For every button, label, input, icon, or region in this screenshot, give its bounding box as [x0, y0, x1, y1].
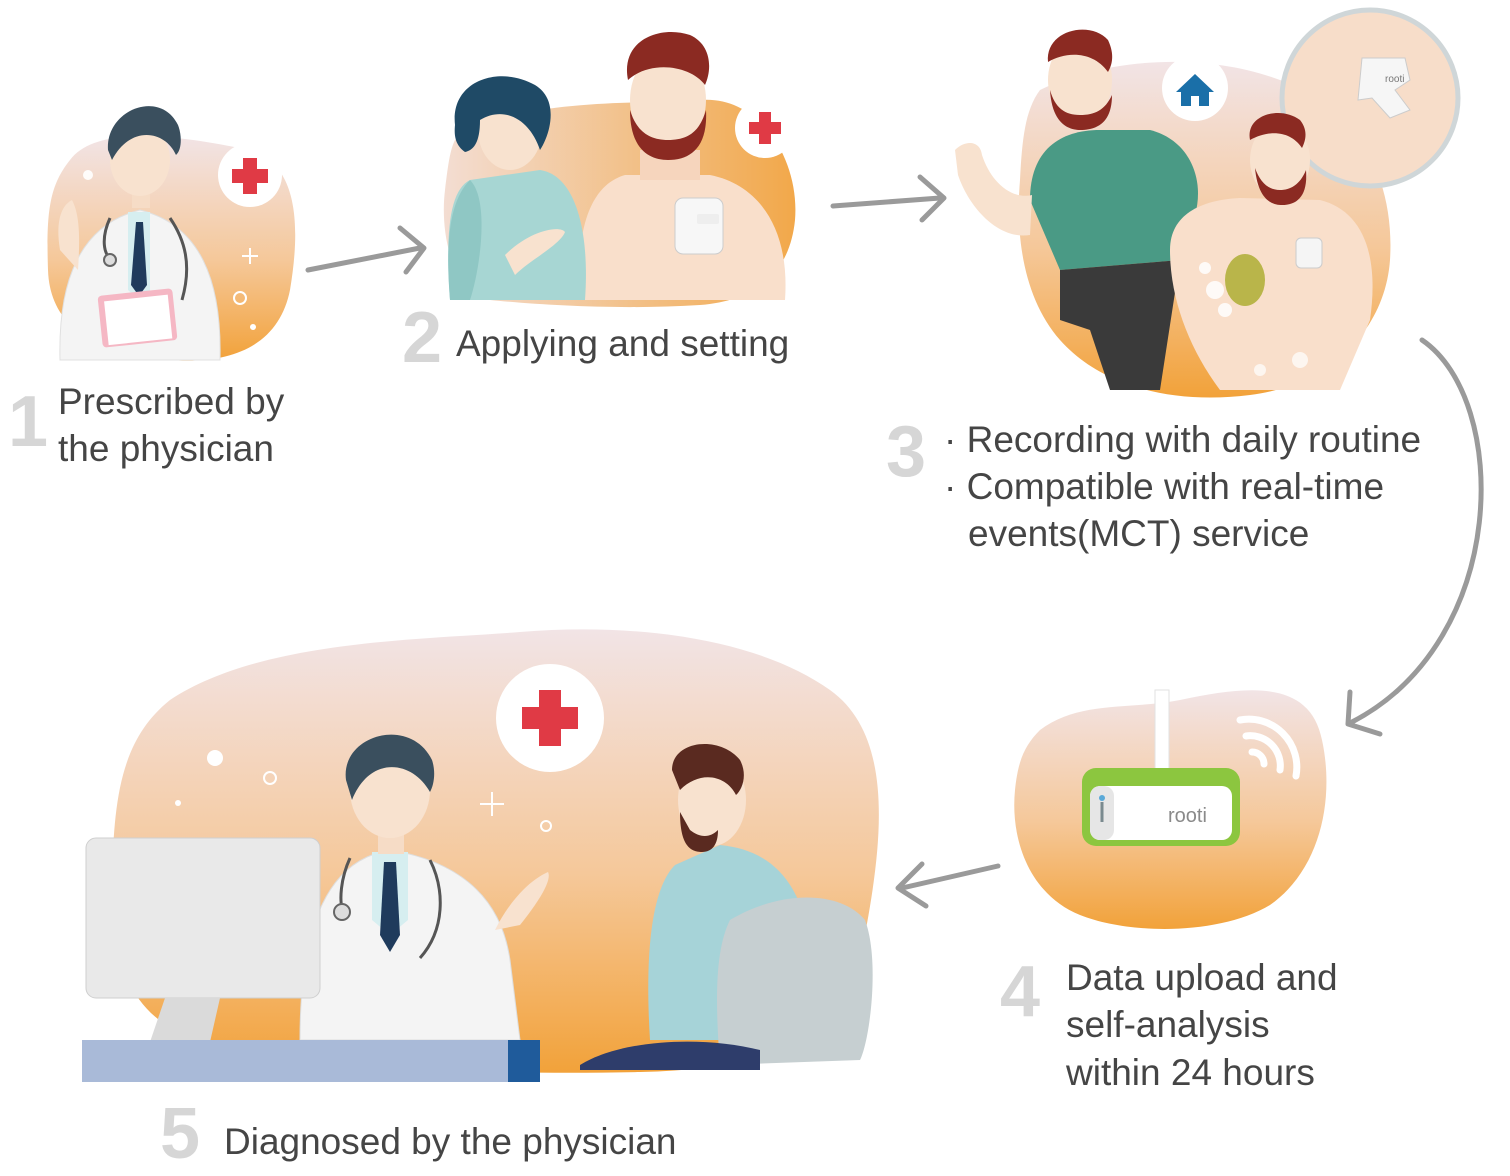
- wifi-signal-icon: [1236, 715, 1301, 780]
- step4-line2: self-analysis: [1066, 1004, 1270, 1045]
- step5-line1: Diagnosed by the physician: [224, 1121, 677, 1162]
- step4-number: 4: [1000, 952, 1041, 1032]
- arrow-step3-to-step4: [1345, 337, 1484, 737]
- step3-line2: · Compatible with real-time: [944, 466, 1385, 507]
- step3-line3: events(MCT) service: [968, 513, 1310, 554]
- plus-sparkle-icon: [242, 248, 258, 264]
- rooti-patch-icon: [1295, 237, 1323, 269]
- svg-text:rooti: rooti: [1385, 74, 1404, 85]
- step1-number: 1: [8, 382, 49, 462]
- step3-illustration: rooti: [955, 7, 1461, 398]
- step5-illustration: [82, 629, 879, 1082]
- sponge-icon: [1225, 254, 1265, 306]
- arrow-step4-to-step5: [895, 861, 1001, 909]
- arrow-step1-to-step2: [305, 225, 427, 275]
- step3-line1: · Recording with daily routine: [944, 419, 1422, 460]
- rooti-patch-icon: [674, 197, 724, 255]
- step1-illustration: [47, 106, 296, 361]
- step2-illustration: [443, 32, 796, 308]
- step4-line3: within 24 hours: [1066, 1052, 1315, 1093]
- step4-illustration: rooti: [1014, 689, 1327, 929]
- step2-line1: Applying and setting: [456, 323, 790, 364]
- desk: [82, 1040, 540, 1082]
- step3-number: 3: [886, 412, 927, 492]
- step2-number: 2: [402, 298, 443, 378]
- step1-line1: Prescribed by: [58, 381, 285, 422]
- rooti-device-icon: rooti: [1082, 768, 1240, 846]
- monitor-icon: [85, 837, 321, 1042]
- plus-sparkle-icon: [480, 792, 504, 816]
- step1-line2: the physician: [58, 428, 274, 469]
- step4-line1: Data upload and: [1066, 957, 1338, 998]
- arrow-step2-to-step3: [830, 174, 947, 223]
- step5-number: 5: [160, 1094, 201, 1174]
- device-brand-label: rooti: [1168, 805, 1207, 827]
